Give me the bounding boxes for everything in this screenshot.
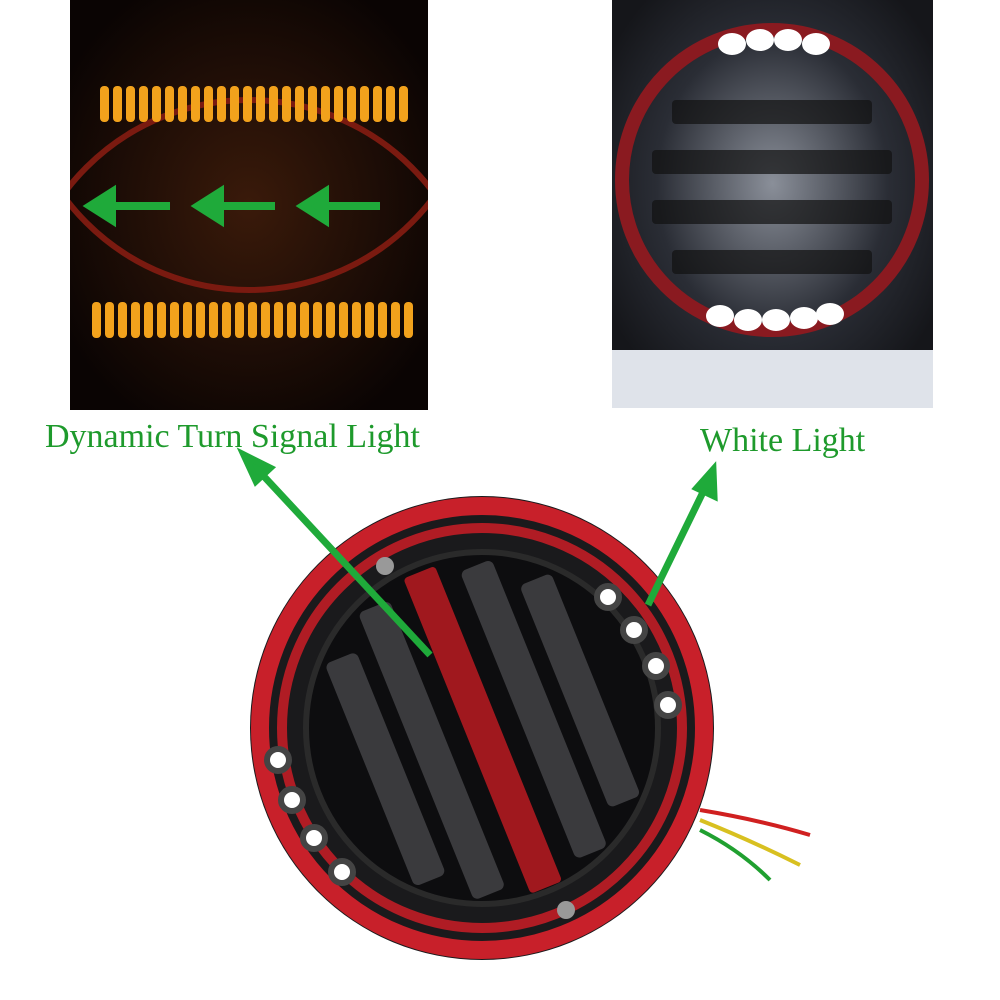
white-light-photo xyxy=(612,0,933,408)
turn-signal-illustration xyxy=(70,0,428,410)
amber-led xyxy=(360,86,369,122)
tail-lamp xyxy=(250,496,811,960)
amber-led xyxy=(326,302,335,338)
amber-led xyxy=(334,86,343,122)
amber-led xyxy=(105,302,114,338)
amber-led xyxy=(378,302,387,338)
amber-led xyxy=(365,302,374,338)
amber-led xyxy=(352,302,361,338)
amber-led xyxy=(165,86,174,122)
amber-led xyxy=(92,302,101,338)
amber-led xyxy=(386,86,395,122)
amber-led xyxy=(170,302,179,338)
amber-led xyxy=(287,302,296,338)
amber-led xyxy=(243,86,252,122)
amber-led xyxy=(230,86,239,122)
amber-led xyxy=(339,302,348,338)
amber-led xyxy=(126,86,135,122)
white-arrow-head xyxy=(691,461,718,502)
amber-led xyxy=(235,302,244,338)
amber-led xyxy=(152,86,161,122)
amber-led xyxy=(399,86,408,122)
amber-led xyxy=(282,86,291,122)
white-light-label: White Light xyxy=(700,422,866,459)
amber-led xyxy=(295,86,304,122)
amber-led xyxy=(373,86,382,122)
amber-led xyxy=(222,302,231,338)
turn-arrow-head xyxy=(236,447,277,487)
callout-arrows xyxy=(236,447,718,658)
amber-led xyxy=(300,302,309,338)
amber-led xyxy=(404,302,413,338)
amber-led xyxy=(157,302,166,338)
amber-led xyxy=(196,302,205,338)
amber-led xyxy=(191,86,200,122)
amber-led xyxy=(313,302,322,338)
amber-led xyxy=(178,86,187,122)
amber-led xyxy=(261,302,270,338)
amber-led xyxy=(183,302,192,338)
amber-led xyxy=(274,302,283,338)
amber-led xyxy=(144,302,153,338)
turn-signal-label: Dynamic Turn Signal Light xyxy=(45,418,420,455)
amber-led xyxy=(113,86,122,122)
amber-led xyxy=(308,86,317,122)
turn-signal-photo xyxy=(70,0,428,410)
white-light-illustration xyxy=(612,0,933,408)
amber-led xyxy=(269,86,278,122)
amber-led xyxy=(217,86,226,122)
amber-led xyxy=(209,302,218,338)
amber-led xyxy=(139,86,148,122)
amber-led xyxy=(321,86,330,122)
amber-led xyxy=(100,86,109,122)
amber-led xyxy=(204,86,213,122)
amber-led xyxy=(391,302,400,338)
amber-led xyxy=(248,302,257,338)
amber-led xyxy=(131,302,140,338)
amber-led xyxy=(256,86,265,122)
amber-led xyxy=(118,302,127,338)
amber-led xyxy=(347,86,356,122)
